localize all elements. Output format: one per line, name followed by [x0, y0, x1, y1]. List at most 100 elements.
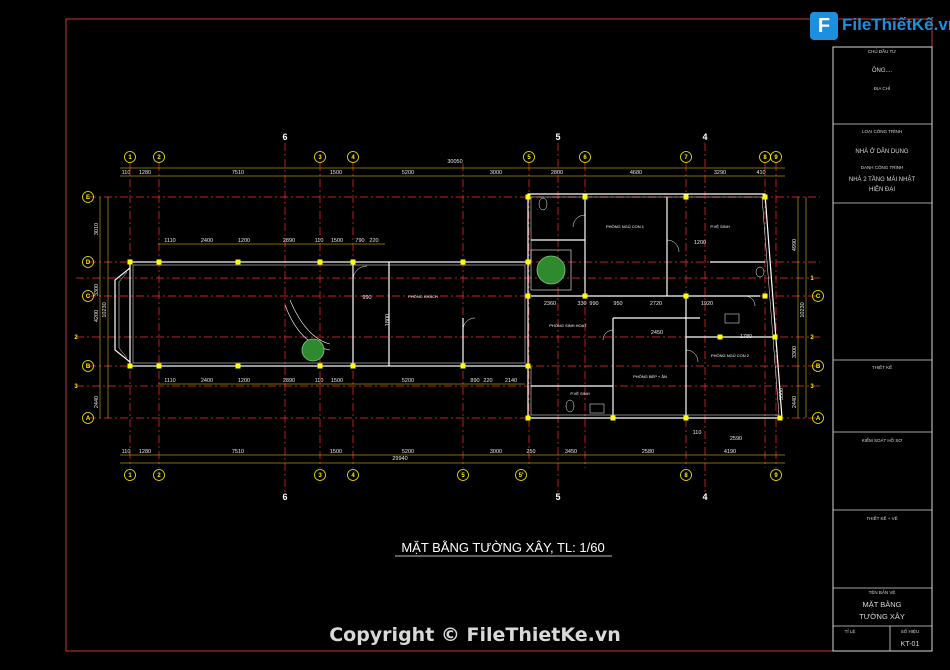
dim-upper-4: 110: [315, 238, 324, 244]
dim-top-1: 1280: [139, 170, 151, 176]
type-value: NHÀ Ở DÂN DỤNG: [855, 148, 908, 155]
big-axis-top-6: 6: [282, 132, 287, 142]
dim-upper-3: 2890: [283, 238, 295, 244]
column-marker: [525, 259, 531, 265]
axis-lines: [76, 143, 820, 492]
dim-inner-4: 2720: [650, 301, 662, 307]
dim-upper-6: 790: [355, 238, 364, 244]
column-marker: [772, 334, 778, 340]
column-marker: [525, 194, 531, 200]
columns: [127, 194, 783, 421]
dim-upper-2: 1200: [238, 238, 250, 244]
title-block: CHỦ ĐẦU TƯ ÔNG.... ĐỊA CHỈ LOẠI CÔNG TRÌ…: [832, 46, 933, 652]
axis-labels-bottom: 1 2 3 4 5 5' 6 8 9: [128, 473, 778, 479]
dim-bottom-6: 250: [526, 449, 535, 455]
room-label-7: P.VỆ SINH: [570, 391, 589, 396]
dim-inner-5: 1920: [701, 301, 713, 307]
dim-top-total: 30050: [447, 159, 462, 165]
big-axis-bottom-4: 4: [702, 492, 707, 502]
column-marker: [317, 259, 323, 265]
axis-bubbles-bottom: [124, 469, 782, 481]
room-label-6: P.VỆ SINH: [710, 224, 729, 229]
axis-labels-top: 1 2 3 4 5 6 7 8 9: [128, 155, 778, 161]
room-label-5: PHÒNG NGỦ CON 2: [711, 353, 750, 358]
column-marker: [317, 363, 323, 369]
axis-bottom-8: 8: [684, 473, 688, 479]
logo-text: FileThiếtKế.vn: [842, 15, 950, 34]
dim-inner-0: 2360: [544, 301, 556, 307]
scale-label: TỈ LỆ: [845, 627, 856, 634]
owner-label: CHỦ ĐẦU TƯ: [868, 48, 896, 54]
dim-left-0: 3010: [94, 223, 100, 235]
dim-inner-8: 2590: [730, 436, 742, 442]
dim-upper-5: 1500: [331, 238, 343, 244]
project-value-2: HIỆN ĐẠI: [869, 185, 895, 193]
dim-upper-0: 1110: [164, 238, 175, 244]
door-swings: [352, 214, 756, 363]
axis-top-2: 2: [157, 155, 161, 161]
axis-bottom-4: 4: [351, 473, 355, 479]
axis-bubbles-top: [124, 151, 782, 163]
dim-mid-0: 1110: [164, 378, 175, 384]
dim-left-2: 4200: [94, 310, 100, 322]
draw-label: THIẾT KẾ + VẼ: [866, 515, 897, 521]
dim-bottom-4: 5200: [402, 449, 414, 455]
dim-top-4: 5200: [402, 170, 414, 176]
row-bubbles-left: [82, 191, 94, 424]
site-logo[interactable]: F FileThiếtKế.vn: [808, 12, 950, 44]
axis-top-4: 4: [351, 155, 355, 161]
dim-mid-2: 1200: [238, 378, 250, 384]
dim-inner-11: 1800: [385, 314, 391, 326]
logo-mark: F: [810, 12, 838, 40]
room-labels: PHÒNG NGỦ CON 1 PHÒNG KHÁCH PHÒNG SINH H…: [408, 224, 750, 396]
dim-top-6: 2800: [551, 170, 563, 176]
dim-upper-7: 220: [369, 238, 378, 244]
sheet-name-1: MẶT BẰNG: [862, 600, 901, 609]
column-marker: [582, 293, 588, 299]
type-label: LOẠI CÔNG TRÌNH: [862, 128, 902, 134]
dim-bottom-7: 3450: [565, 449, 577, 455]
dim-top-8: 3290: [714, 170, 726, 176]
dim-left-4: 2440: [94, 396, 100, 408]
column-marker: [350, 259, 356, 265]
row-labels-left: E D C 2 B 3 A: [74, 195, 91, 422]
dim-right-1: 10230: [800, 302, 806, 317]
dim-inner-7: 1780: [740, 334, 752, 340]
axis-bottom-5p: 5': [519, 473, 524, 479]
row-right-C: C: [816, 294, 821, 300]
column-marker: [525, 293, 531, 299]
column-marker: [156, 259, 162, 265]
axis-bottom-9: 9: [774, 473, 778, 479]
dim-inner-3: 950: [613, 301, 622, 307]
dim-top-2: 7510: [232, 170, 244, 176]
axis-top-8: 8: [763, 155, 767, 161]
column-marker: [460, 259, 466, 265]
room-label-3: PHÒNG SINH HOẠT: [549, 323, 587, 328]
room-label-4: PHÒNG BẾP + ĂN: [633, 374, 667, 379]
axis-top-1: 1: [128, 155, 132, 161]
row-right-3: 3: [810, 384, 814, 390]
tree-icon: [536, 255, 566, 285]
dim-right-0: 4990: [792, 239, 798, 251]
row-left-B: B: [86, 364, 91, 370]
dim-bottom-9: 4190: [724, 449, 736, 455]
big-axis-bottom-5: 5: [555, 492, 560, 502]
dim-top-0: 110: [122, 170, 131, 176]
column-marker: [525, 363, 531, 369]
row-left-D: D: [86, 260, 91, 266]
dim-left-1: 10230: [102, 302, 108, 317]
dim-mid-9: 2140: [505, 378, 517, 384]
sheet-name-label: TÊN BẢN VẼ: [869, 588, 896, 595]
big-axis-labels: 6 5 4 6 5 4: [282, 132, 707, 502]
axis-top-6: 6: [583, 155, 587, 161]
walls: [114, 193, 783, 419]
dim-mid-6: 5200: [402, 378, 414, 384]
tree-icon: [301, 338, 325, 362]
row-left-C: C: [86, 294, 91, 300]
dim-bottom-total: 29940: [392, 456, 407, 462]
row-left-3: 3: [74, 384, 78, 390]
column-marker: [127, 363, 133, 369]
column-marker: [762, 293, 768, 299]
dim-mid-8: 220: [483, 378, 492, 384]
